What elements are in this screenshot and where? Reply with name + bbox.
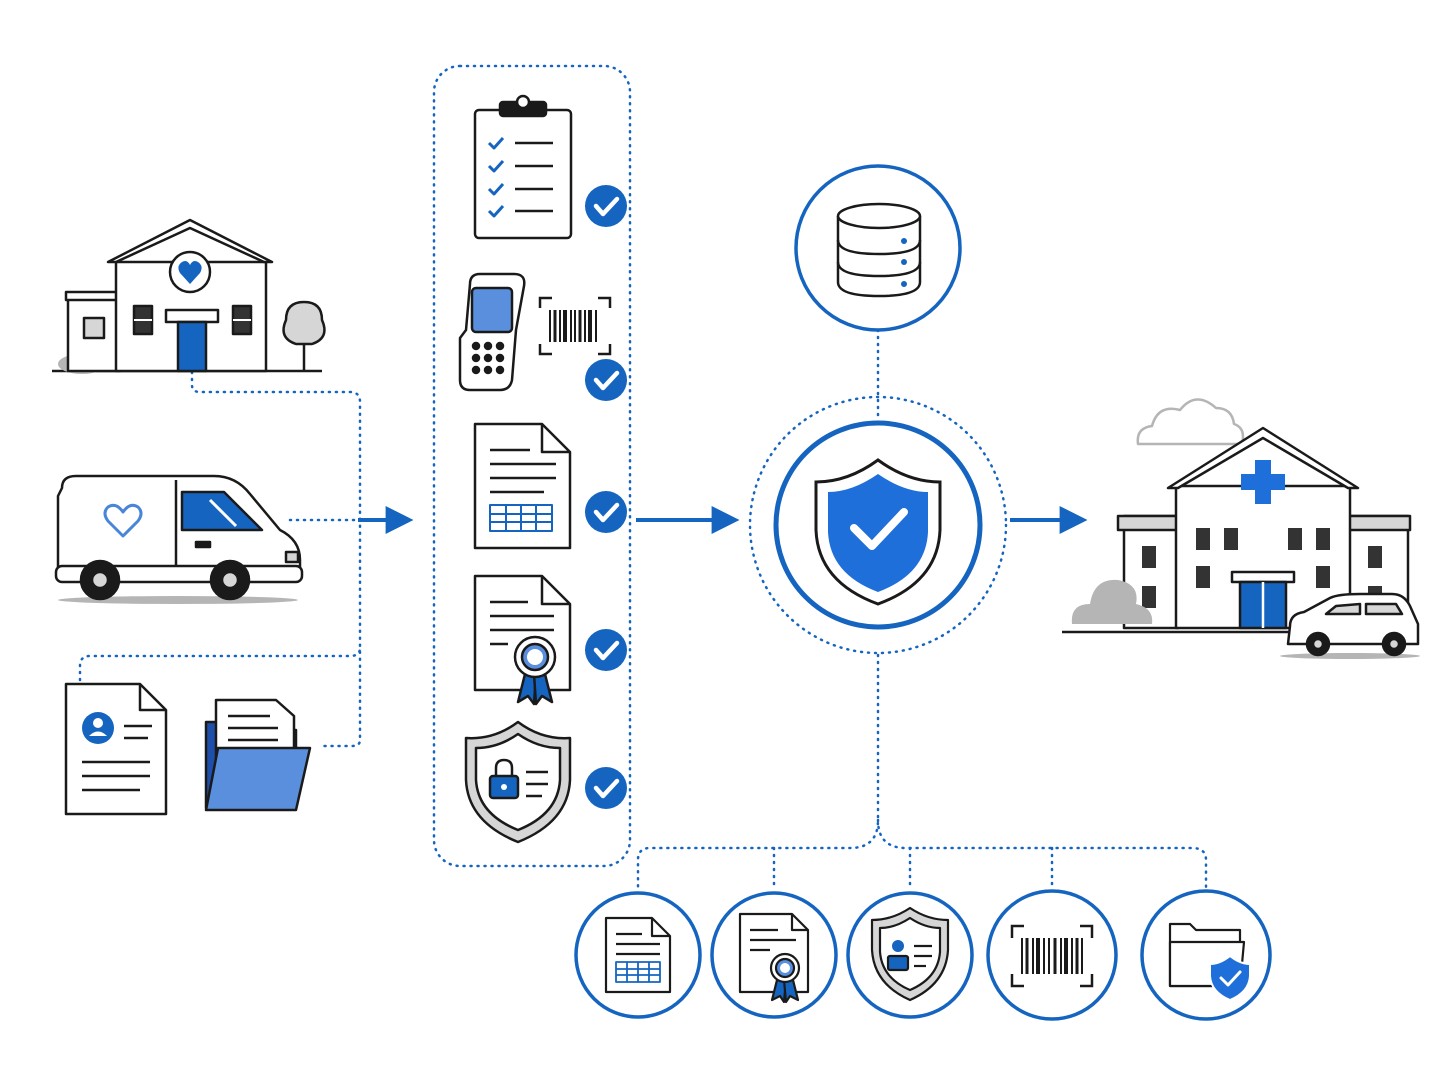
hub-to-outputs-connector (636, 653, 880, 890)
output-security (846, 891, 974, 1019)
security-shield-id-icon (464, 720, 572, 844)
folder-icon (204, 698, 312, 812)
spreadsheet-document-icon (604, 916, 672, 994)
barcode-icon (1010, 924, 1094, 988)
barcode-icon (538, 296, 612, 356)
patient-record-icon (64, 682, 168, 816)
patient-record-and-folder-icon (64, 682, 312, 816)
verification-step-barcode-scan (458, 272, 627, 401)
database-icon (836, 202, 922, 298)
certificate-document-icon (738, 912, 810, 1004)
hub-outer-ring (748, 395, 1008, 655)
delivery-van-icon (54, 474, 304, 604)
verification-steps-frame (432, 64, 632, 868)
output-barcode (986, 889, 1118, 1021)
checklist-clipboard-icon (473, 94, 573, 240)
spreadsheet-document-icon (473, 422, 572, 550)
check-badge-icon (585, 629, 627, 671)
output-certificate (710, 891, 838, 1019)
check-badge-icon (585, 359, 627, 401)
output-spreadsheet (574, 891, 702, 1019)
outputs-bus (876, 818, 1208, 890)
clinic-connector (190, 370, 362, 748)
verification-hub (773, 420, 983, 630)
hospital-building-icon (1062, 398, 1420, 659)
certificate-document-icon (473, 574, 572, 706)
check-badge-icon (585, 185, 627, 227)
car-icon (1280, 592, 1420, 659)
check-badge-icon (585, 767, 627, 809)
verified-shield-icon (814, 458, 942, 606)
secure-folder-icon (1168, 922, 1251, 1001)
check-badge-icon (585, 491, 627, 533)
verification-step-spreadsheet (473, 422, 627, 550)
database-node (794, 164, 962, 332)
verification-step-certificate (473, 574, 627, 706)
barcode-scanner-icon (458, 272, 526, 392)
verification-step-checklist (473, 94, 627, 240)
security-shield-id-icon (870, 906, 950, 1002)
output-secure-folder (1140, 889, 1272, 1021)
connectors (78, 64, 1208, 890)
documents-connector (78, 646, 362, 682)
verification-step-security (464, 720, 627, 844)
clinic-building-icon (52, 218, 326, 374)
